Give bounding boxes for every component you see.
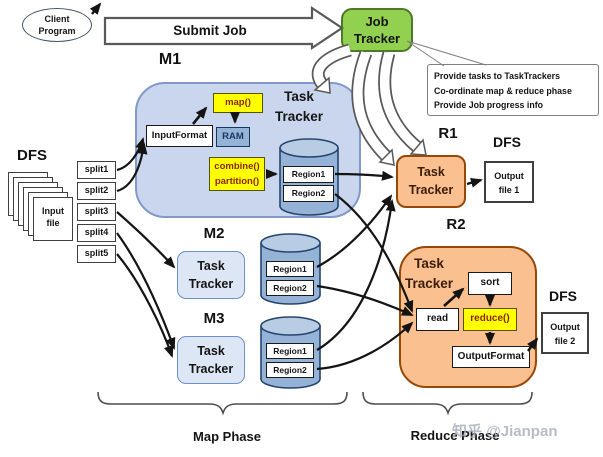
r2-label: R2 (446, 216, 466, 233)
reduce-phase-label: Reduce Phase (410, 428, 500, 443)
arrow-m3region1-r1 (316, 199, 396, 351)
read-box: read (416, 308, 459, 331)
m1-region1-box: Region1 (283, 166, 334, 183)
map-phase-label: Map Phase (193, 429, 261, 444)
r1-label: R1 (438, 125, 458, 142)
r1-dfs-label: DFS (493, 134, 521, 150)
callout-line-2: Co-ordinate map & reduce phase (434, 85, 572, 96)
m2-task-tracker-label: Task Tracker (188, 259, 234, 292)
sort-box: sort (468, 272, 512, 295)
combine-partition-box: combine() partition() (209, 157, 265, 191)
split1-box: split1 (77, 161, 116, 179)
m3-region2-box: Region2 (266, 362, 314, 378)
partition-function-label: partition() (214, 175, 260, 187)
reduce-function-box: reduce() (463, 308, 517, 331)
split4-box: split4 (77, 224, 116, 242)
arrow-r1-outputfile1 (466, 177, 483, 188)
m2-label: M2 (203, 225, 225, 242)
arrow-split5-m3 (116, 253, 174, 358)
client-top-arrow (89, 2, 102, 15)
split5-box: split5 (77, 245, 116, 263)
client-program-node: Client Program (22, 8, 92, 42)
m2-task-tracker-box: Task Tracker (177, 251, 245, 299)
map-function-box: map() (213, 93, 263, 113)
split2-box: split2 (77, 182, 116, 200)
combine-function-label: combine() (214, 161, 260, 172)
output-file-2-label: Output file 2 (550, 322, 580, 346)
arrow-m3region2-read (316, 321, 414, 371)
m3-label: M3 (203, 310, 225, 327)
job-tracker-node: Job Tracker (341, 8, 413, 52)
r2-dfs-label: DFS (549, 288, 577, 304)
output-file-1-label: Output file 1 (494, 171, 524, 195)
client-program-label: Client Program (38, 14, 76, 36)
map-phase-brace (97, 391, 348, 416)
output-format-box: OutputFormat (452, 346, 530, 368)
m3-region1-box: Region1 (266, 343, 314, 359)
callout-line-b (406, 40, 487, 66)
r2-task-tracker-label: Task Tracker (404, 256, 454, 292)
arrow-split3-m2 (116, 211, 176, 269)
output-file-1-box: Output file 1 (484, 161, 534, 203)
m1-region2-box: Region2 (283, 185, 334, 202)
arrow-split4-m3 (116, 232, 176, 350)
callout-line-a (406, 40, 445, 67)
jobtracker-hollow-arrow-to-r1-left (351, 50, 395, 166)
job-tracker-label: Job Tracker (353, 14, 401, 46)
job-tracker-callout: Provide tasks to TaskTrackers Co-ordinat… (427, 64, 599, 116)
ram-box: RAM (216, 127, 250, 147)
m3-task-tracker-box: Task Tracker (177, 336, 245, 384)
r1-task-tracker-label: Task Tracker (408, 165, 454, 198)
m1-task-tracker-label: Task Tracker (274, 89, 324, 125)
input-file-front-page: Input file (33, 197, 73, 241)
split3-box: split3 (77, 203, 116, 221)
submit-job-label: Submit Job (173, 23, 247, 38)
m3-task-tracker-label: Task Tracker (188, 344, 234, 377)
r1-task-tracker-box: Task Tracker (396, 155, 466, 208)
output-file-2-box: Output file 2 (541, 312, 589, 354)
reduce-phase-brace (362, 391, 533, 416)
dfs-left-label: DFS (17, 147, 47, 164)
watermark: 知乎 @Jianpan (452, 423, 558, 440)
callout-line-3: Provide Job progress info (434, 100, 544, 110)
m2-region2-box: Region2 (266, 280, 314, 296)
m2-region1-box: Region1 (266, 261, 314, 277)
input-format-box: InputFormat (146, 125, 213, 147)
input-file-label: Input file (42, 206, 64, 228)
m1-label: M1 (158, 51, 182, 68)
callout-line-1: Provide tasks to TaskTrackers (434, 71, 560, 81)
jobtracker-hollow-arrow-to-r1-right (378, 51, 427, 156)
